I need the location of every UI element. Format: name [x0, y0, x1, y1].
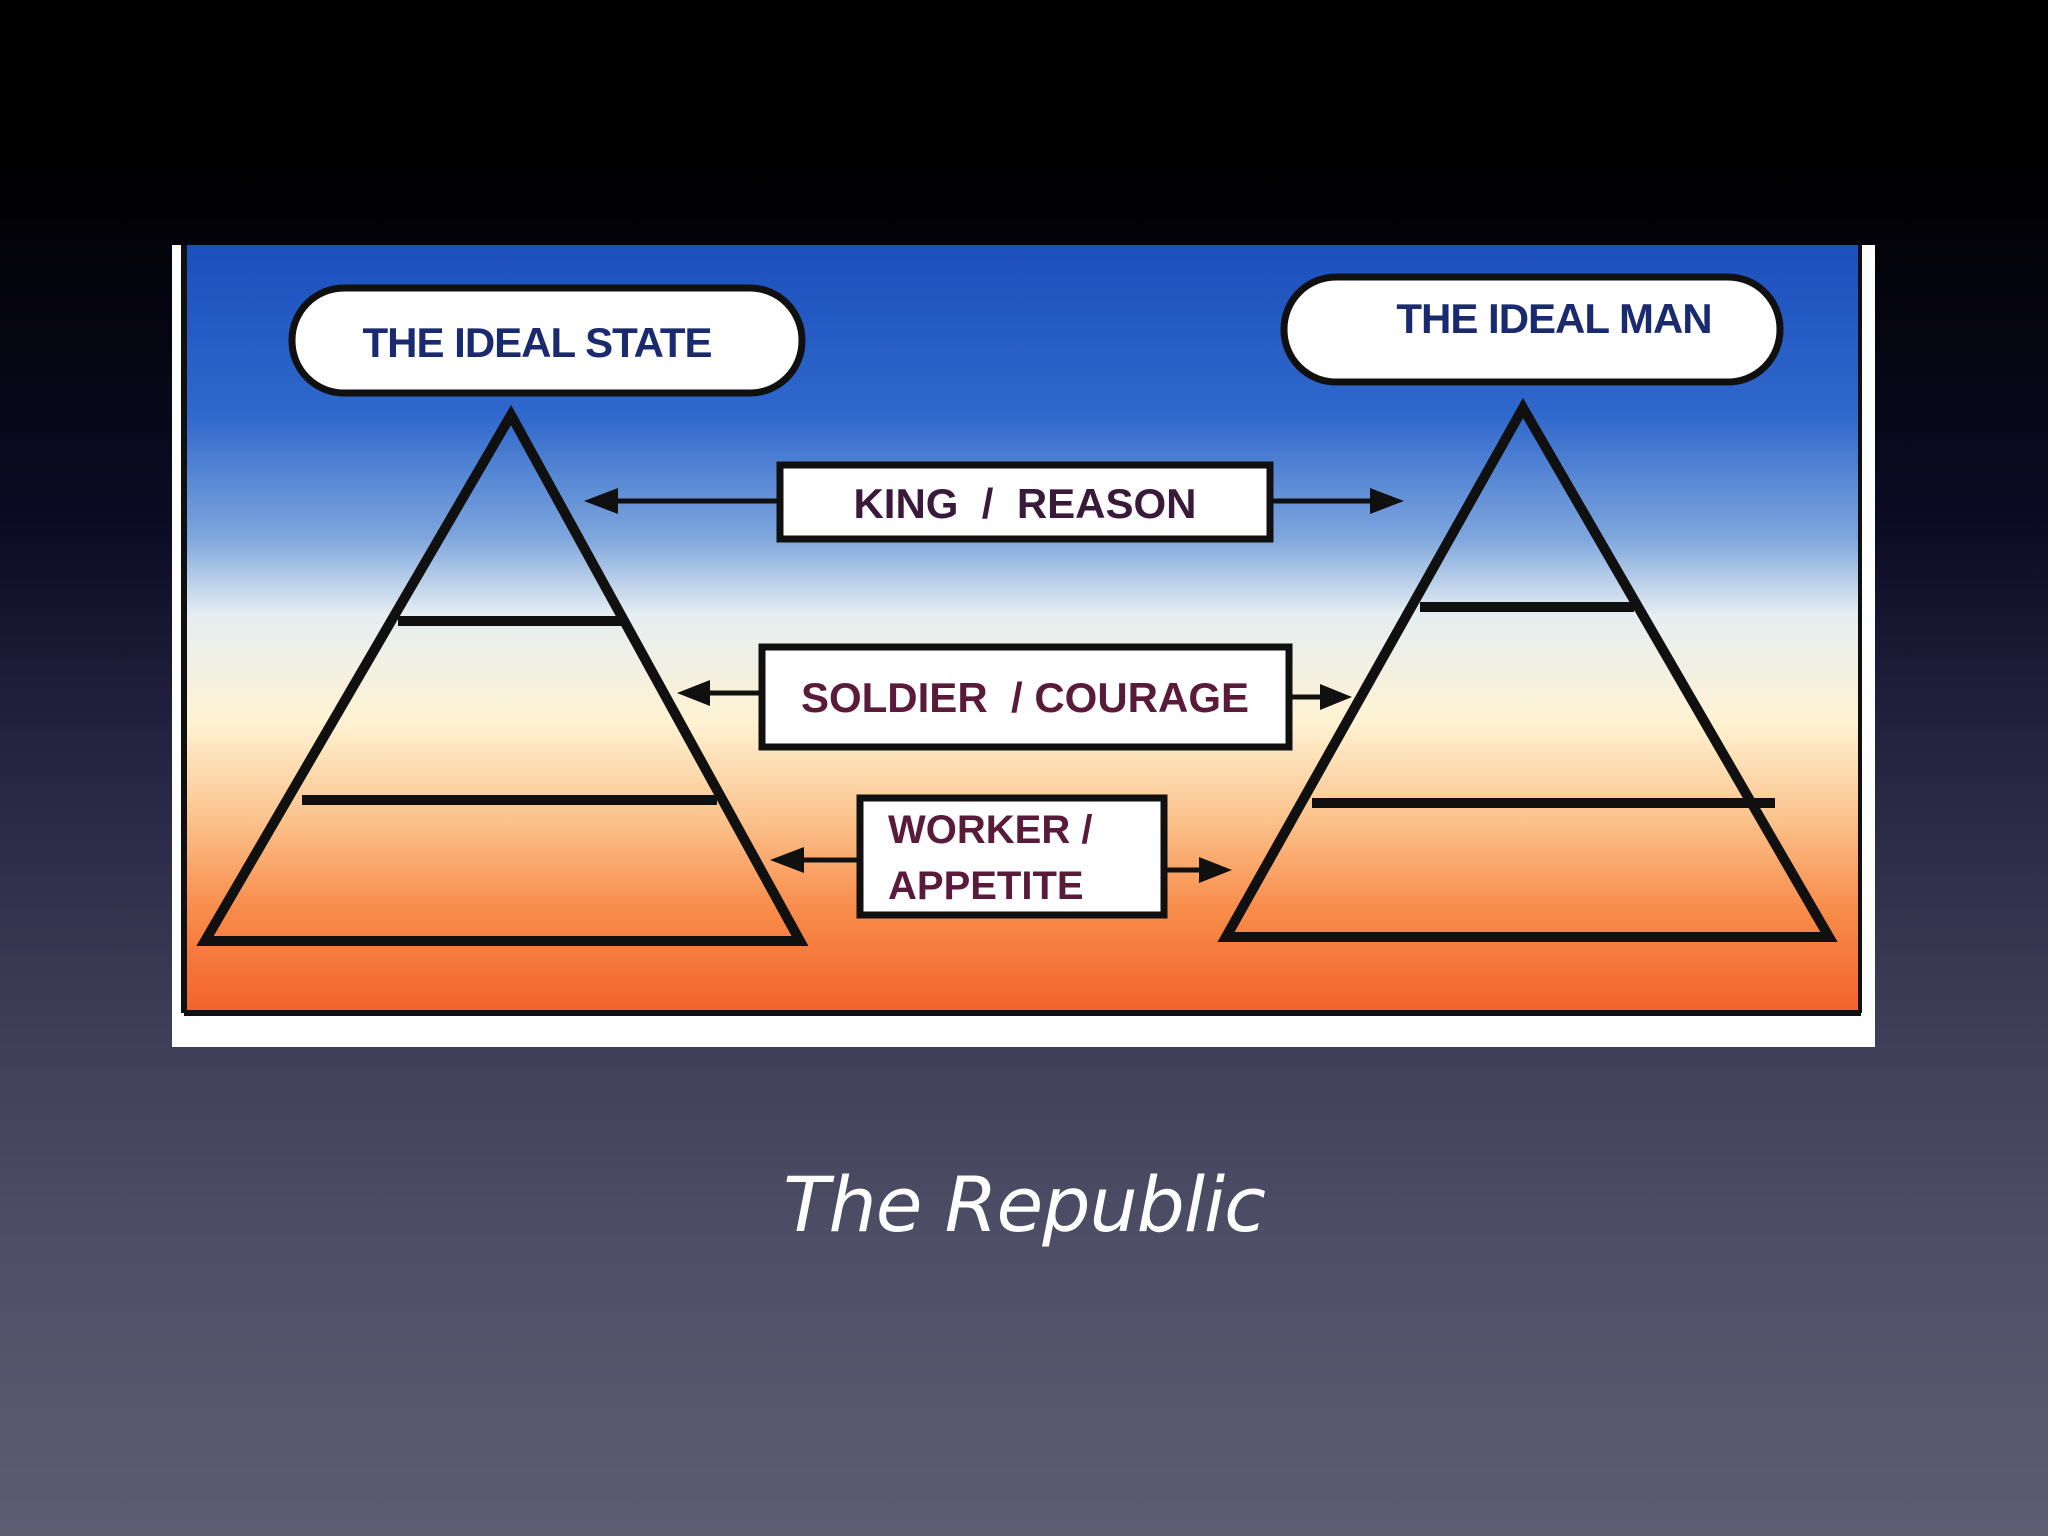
ideal-state-pyramid: [196, 404, 809, 946]
soldier-courage-box: [758, 643, 1293, 751]
ideal-man-pyramid: [1217, 397, 1838, 942]
diagram-canvas: THE IDEAL STATE THE IDEAL MAN KING / REA…: [181, 245, 1862, 1016]
worker-right-arrowhead: [1199, 857, 1232, 883]
soldier-right-arrowhead: [1320, 684, 1352, 710]
ideal-state-title-pill: [288, 284, 806, 397]
ideal-man-title-pill: [1280, 273, 1784, 386]
ideal-state-man-diagram: THE IDEAL STATE THE IDEAL MAN KING / REA…: [172, 245, 1875, 1047]
king-right-arrowhead: [1370, 488, 1404, 514]
king-left-arrowhead: [584, 488, 618, 514]
worker-left-arrowhead: [770, 847, 804, 873]
worker-appetite-label-line2: APPETITE: [888, 864, 1084, 908]
king-reason-label: KING / REASON: [853, 480, 1196, 527]
soldier-left-arrowhead: [677, 680, 710, 706]
ideal-man-title: THE IDEAL MAN: [1396, 295, 1711, 342]
worker-appetite-label-line1: WORKER /: [888, 808, 1092, 852]
king-reason-box: [776, 461, 1274, 543]
worker-appetite-box: [856, 794, 1168, 919]
slide-caption: The Republic: [783, 1160, 1266, 1249]
soldier-courage-label: SOLDIER / COURAGE: [801, 674, 1249, 721]
ideal-state-title: THE IDEAL STATE: [362, 319, 711, 366]
